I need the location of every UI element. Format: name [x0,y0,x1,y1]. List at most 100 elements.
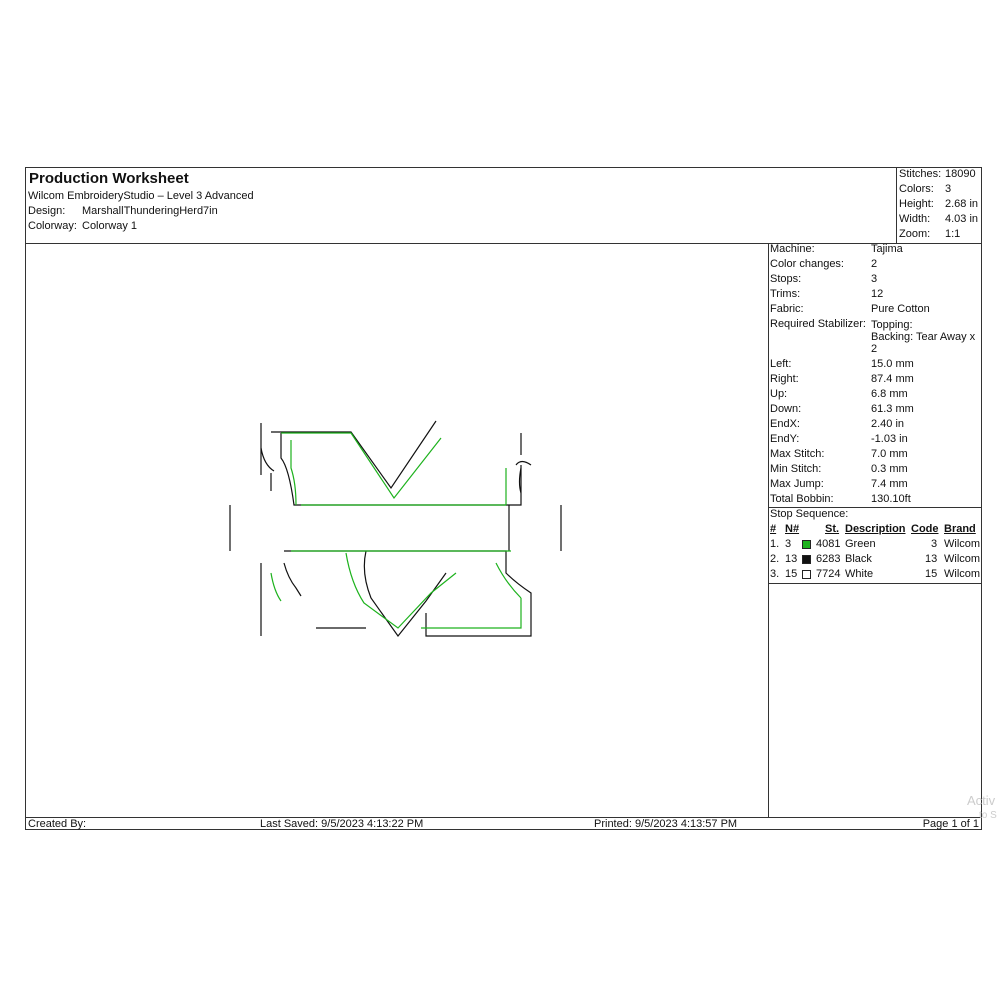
colorway-value: Colorway 1 [82,220,138,232]
printed-date: Printed: 9/5/2023 4:13:57 PM [594,818,738,830]
row-needle: 15 [785,568,798,580]
detail-label: EndY: [770,433,800,445]
detail-label: Total Bobbin: [770,493,834,505]
detail-label: Down: [770,403,802,415]
detail-label: Max Jump: [770,478,824,490]
colorway-row: Colorway: Colorway 1 [28,220,137,232]
row-brand: Wilcom [944,538,981,550]
summary-value: 4.03 in [945,213,979,225]
design-row: Design: MarshallThunderingHerd7in [28,205,218,217]
row-description: Green [845,538,876,550]
summary-height: Height: 2.68 in [899,198,978,210]
summary-value: 2.68 in [945,198,979,210]
stabilizer-values: Topping: Backing: Tear Away x 2 [871,319,979,355]
row-index: 3. [770,568,780,580]
embroidery-design-image [229,420,562,637]
production-worksheet: Production Worksheet Wilcom EmbroiderySt… [25,167,982,830]
summary-label: Zoom: [899,228,931,240]
design-label: Design: [28,205,66,217]
row-code: 13 [925,553,938,565]
detail-value: 130.10ft [871,493,911,505]
summary-label: Stitches: [899,168,942,180]
divider [768,583,981,584]
detail-value: 61.3 mm [871,403,914,415]
col-header-description: Description [845,523,906,535]
design-outline-green-2 [270,550,522,629]
col-header-stitches: St. [825,523,840,535]
summary-box: Stitches:18090 Colors: 3 Height: 2.68 in W… [896,168,981,243]
detail-label: Right: [770,373,799,385]
divider [768,507,981,508]
row-brand: Wilcom [944,553,981,565]
color-swatch-black [802,555,811,564]
detail-value: 87.4 mm [871,373,914,385]
detail-value: 6.8 mm [871,388,908,400]
stabilizer-topping: Topping: [871,319,913,331]
detail-label: Left: [770,358,792,370]
worksheet-header: Production Worksheet Wilcom EmbroiderySt… [26,168,981,244]
last-saved: Last Saved: 9/5/2023 4:13:22 PM [260,818,424,830]
row-index: 1. [770,538,780,550]
detail-value: 7.0 mm [871,448,908,460]
design-outline-black-3 [260,550,532,637]
stop-sequence-title: Stop Sequence: [770,508,849,520]
summary-colors: Colors: 3 [899,183,951,195]
row-needle: 13 [785,553,798,565]
summary-zoom: Zoom: 1:1 [899,228,960,240]
detail-value: 2 [871,258,878,270]
row-index: 2. [770,553,780,565]
row-needle: 3 [785,538,792,550]
col-header-needle: N# [785,523,800,535]
row-description: Black [845,553,872,565]
summary-label: Height: [899,198,934,210]
detail-label: Trims: [770,288,801,300]
detail-label: Up: [770,388,788,400]
summary-width: Width: 4.03 in [899,213,978,225]
stabilizer-backing-count: 2 [871,343,878,355]
col-header-index: # [770,523,777,535]
summary-value: 1:1 [945,228,961,240]
summary-label: Colors: [899,183,934,195]
stabilizer-backing: Backing: Tear Away x [871,331,976,343]
design-value: MarshallThunderingHerd7in [82,205,218,217]
summary-value: 3 [945,183,952,195]
detail-value: 12 [871,288,884,300]
design-outline-green [281,432,507,506]
detail-label: EndX: [770,418,800,430]
activation-watermark: Activ [967,793,996,808]
row-code: 15 [925,568,938,580]
details-panel: Machine: Tajima Color changes: 2 Stops: 3 T… [768,243,981,817]
colorway-label: Colorway: [28,220,77,232]
detail-label: Machine: [770,243,815,255]
col-header-code: Code [911,523,939,535]
design-outline-black-2 [260,447,532,494]
row-description: White [845,568,874,580]
row-stitches: 7724 [816,568,841,580]
row-brand: Wilcom [944,568,981,580]
detail-label: Fabric: [770,303,804,315]
detail-label: Min Stitch: [770,463,822,475]
detail-label: Color changes: [770,258,844,270]
detail-value: 0.3 mm [871,463,908,475]
row-code: 3 [931,538,938,550]
detail-value: Tajima [871,243,903,255]
software-name: Wilcom EmbroideryStudio – Level 3 Advanc… [28,190,254,202]
created-by: Created By: [28,818,87,830]
worksheet-footer: Created By: Last Saved: 9/5/2023 4:13:22… [26,817,981,831]
row-stitches: 6283 [816,553,841,565]
detail-label: Stops: [770,273,802,285]
summary-label: Width: [899,213,931,225]
row-stitches: 4081 [816,538,841,550]
design-preview [26,243,769,817]
worksheet-title: Production Worksheet [29,170,189,187]
detail-value: 7.4 mm [871,478,908,490]
activation-watermark-line2: to S [979,810,997,821]
detail-label: Required Stabilizer: [770,318,866,330]
design-bar-ends [229,505,562,551]
detail-value: Pure Cotton [871,303,930,315]
detail-value: 2.40 in [871,418,905,430]
detail-value: 3 [871,273,878,285]
detail-value: 15.0 mm [871,358,914,370]
summary-stitches: Stitches:18090 [899,168,976,180]
color-swatch-green [802,540,811,549]
